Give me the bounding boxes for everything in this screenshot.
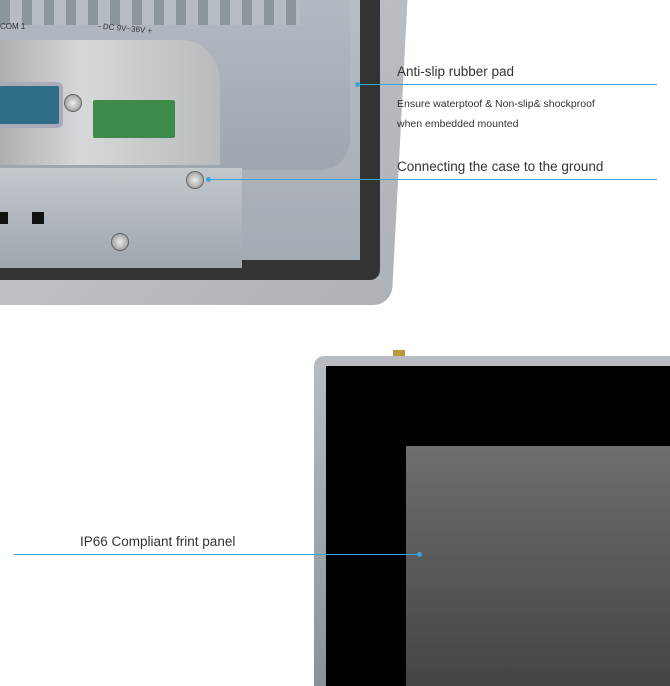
power-terminal-block bbox=[93, 100, 175, 138]
com-port-print: COM 1 bbox=[0, 22, 26, 31]
ground-screw bbox=[186, 171, 204, 189]
callout-title: Anti-slip rubber pad bbox=[397, 64, 515, 79]
callout-description: when embedded mounted bbox=[397, 118, 519, 130]
callout-pointer bbox=[206, 177, 211, 182]
callout-pointer bbox=[417, 552, 422, 557]
callout-line bbox=[357, 84, 657, 85]
callout-title: Connecting the case to the ground bbox=[397, 159, 604, 174]
callout-description: Ensure waterptoof & Non-slip& shockproof bbox=[397, 98, 595, 110]
callout-title: IP66 Compliant frint panel bbox=[80, 534, 236, 549]
display-area bbox=[406, 446, 670, 686]
callout-pointer bbox=[355, 82, 360, 87]
vent-slot bbox=[32, 212, 44, 224]
screw bbox=[64, 94, 82, 112]
screw bbox=[111, 233, 129, 251]
callout-line bbox=[208, 179, 657, 180]
heat-sink-fins bbox=[0, 0, 300, 25]
db9-connector bbox=[0, 82, 63, 128]
vent-slot bbox=[0, 212, 8, 224]
callout-line bbox=[14, 554, 420, 555]
top-connector bbox=[393, 350, 405, 356]
